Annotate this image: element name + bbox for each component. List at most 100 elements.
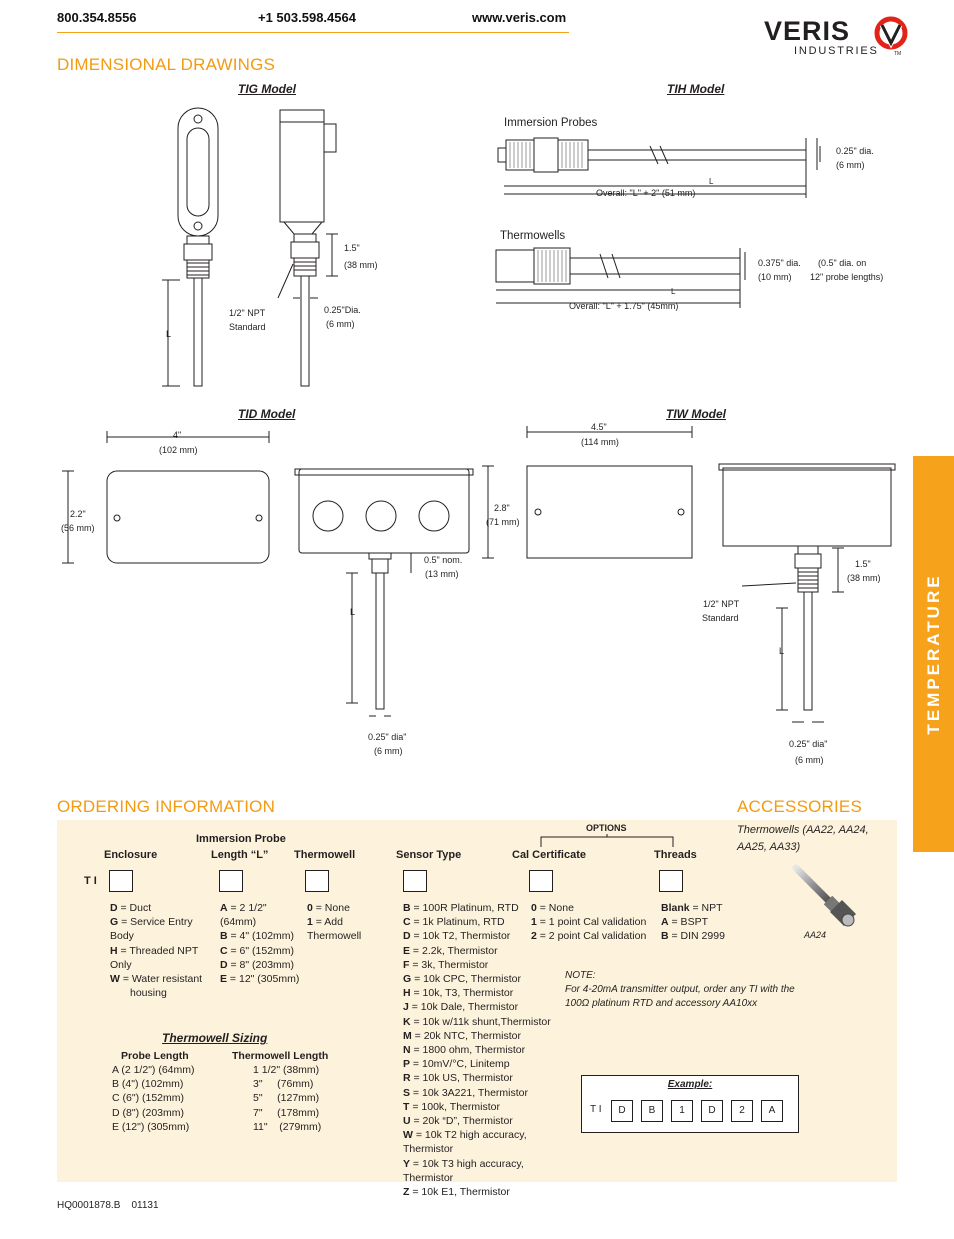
- sensor-type-code-box[interactable]: [403, 870, 427, 892]
- tiw-drawing: 4.5" (114 mm) 2.8" (71 mm) 1.5" (38 mm) …: [482, 422, 896, 765]
- tid-dia-mm: (6 mm): [374, 746, 403, 756]
- tih-imm-overall: Overall: "L" + 2" (51 mm): [596, 188, 695, 198]
- option-row: A = 2 1/2" (64mm): [220, 901, 305, 929]
- option-code: A: [220, 902, 228, 914]
- option-row: E = 2.2k, Thermistor: [403, 944, 563, 958]
- tig-dia-mm: (6 mm): [326, 319, 355, 329]
- option-row: Z = 10k E1, Thermistor: [403, 1185, 563, 1199]
- tih-model-label: TIH Model: [667, 82, 725, 96]
- option-text: = 10k CPC, Thermistor: [411, 973, 521, 986]
- tiw-dia-mm: (6 mm): [795, 755, 824, 765]
- ordering-information-title: ORDERING INFORMATION: [57, 797, 276, 816]
- veris-logo: VERIS INDUSTRIES TM: [764, 16, 909, 60]
- sizing-cell: C (6") (152mm): [112, 1092, 184, 1105]
- accessories-text: Thermowells (AA22, AA24, AA25, AA33): [737, 822, 887, 856]
- tiw-width: 4.5": [591, 422, 607, 432]
- option-text: = 3k, Thermistor: [409, 958, 489, 971]
- tig-dim-15-mm: (38 mm): [344, 260, 378, 270]
- tig-length-l: L: [166, 329, 171, 339]
- thermowell-aa24-image: [792, 864, 857, 927]
- option-code: 1: [531, 916, 537, 929]
- option-text: = 2.2k, Thermistor: [410, 944, 498, 957]
- header-website[interactable]: www.veris.com: [472, 10, 567, 25]
- example-cell-cal: 2: [731, 1100, 753, 1122]
- option-code: P: [403, 1058, 411, 1071]
- option-row: M = 20k NTC, Thermistor: [403, 1029, 563, 1043]
- option-text: = None: [536, 902, 574, 914]
- col-probe-bottom: Length “L”: [211, 849, 269, 861]
- option-text: = 10k, T3, Thermistor: [410, 987, 514, 1000]
- enclosure-code-box[interactable]: [109, 870, 133, 892]
- option-code: 0: [531, 902, 537, 914]
- option-code: Blank: [661, 902, 690, 914]
- option-code: D: [220, 958, 228, 971]
- option-code: W: [110, 973, 120, 986]
- option-code: M: [403, 1029, 412, 1042]
- tig-drawing: 1.5" (38 mm) 1/2" NPT Standard 0.25"Dia.…: [162, 107, 378, 387]
- header-rule: [57, 32, 569, 33]
- option-row: W = 10k T2 high accuracy, Thermistor: [403, 1128, 563, 1156]
- tih-th-length-l: L: [671, 287, 676, 296]
- option-row: D = Duct: [110, 901, 215, 915]
- option-row: S = 10k 3A221, Thermistor: [403, 1086, 563, 1100]
- option-text: = BSPT: [668, 916, 708, 929]
- thermowell-code-box[interactable]: [305, 870, 329, 892]
- option-row: 1 = 1 point Cal validation: [531, 915, 661, 929]
- col-cal-certificate: Cal Certificate: [512, 849, 586, 861]
- option-row: G = 10k CPC, Thermistor: [403, 972, 563, 986]
- option-row: K = 10k w/11k shunt,Thermistor: [403, 1015, 563, 1029]
- cal-certificate-code-box[interactable]: [529, 870, 553, 892]
- tid-nom: 0.5" nom.: [424, 555, 462, 565]
- example-cell-enclosure: D: [611, 1100, 633, 1122]
- tiw-dia: 0.25" dia": [789, 739, 827, 749]
- option-code: C: [220, 944, 228, 957]
- logo-subtitle: INDUSTRIES: [794, 45, 879, 57]
- tig-dim-15: 1.5": [344, 243, 360, 253]
- option-code: K: [403, 1015, 411, 1028]
- option-row: D = 8" (203mm): [220, 958, 305, 972]
- option-code: D: [110, 902, 118, 914]
- tid-length-l: L: [350, 607, 355, 617]
- option-row: B = DIN 2999: [661, 929, 741, 943]
- option-code: A: [661, 916, 669, 929]
- option-text: = 4" (102mm): [227, 930, 295, 943]
- sizing-head-probe: Probe Length: [121, 1050, 189, 1062]
- sizing-cell: 7" (178mm): [253, 1106, 320, 1119]
- tih-th-dia-mm: (10 mm): [758, 272, 792, 282]
- tid-height: 2.2": [70, 509, 86, 519]
- option-code: T: [403, 1100, 410, 1113]
- option-code: F: [403, 958, 410, 971]
- option-row: 0 = None: [531, 901, 661, 915]
- tig-dia: 0.25"Dia.: [324, 305, 361, 315]
- tiw-height: 2.8": [494, 503, 510, 513]
- tid-drawing: 4" (102 mm) 2.2" (56 mm) 0.5" nom. (13 m…: [61, 430, 474, 756]
- tiw-dim-15-mm: (38 mm): [847, 573, 881, 583]
- option-text: = 8" (203mm): [227, 958, 295, 971]
- tig-model-label: TIG Model: [238, 82, 296, 96]
- tid-width-mm: (102 mm): [159, 445, 198, 455]
- option-row: Y = 10k T3 high accuracy, Thermistor: [403, 1157, 563, 1185]
- option-row: housing: [110, 986, 215, 1000]
- probe-length-code-box[interactable]: [219, 870, 243, 892]
- probe-length-options: A = 2 1/2" (64mm)B = 4" (102mm)C = 6" (1…: [220, 901, 305, 986]
- threads-code-box[interactable]: [659, 870, 683, 892]
- option-text: = 6" (152mm): [227, 944, 295, 957]
- option-code: D: [403, 930, 411, 943]
- tih-th-dia: 0.375" dia.: [758, 258, 801, 268]
- option-text: = Add Thermowell: [307, 916, 362, 943]
- option-row: C = 6" (152mm): [220, 944, 305, 958]
- tiw-npt-2: Standard: [702, 613, 739, 623]
- tid-width: 4": [173, 430, 181, 440]
- option-text: = 10k US, Thermistor: [410, 1072, 513, 1085]
- tig-npt: 1/2" NPT: [229, 308, 266, 318]
- options-bracket: [540, 834, 674, 847]
- option-code: S: [403, 1086, 411, 1099]
- option-text: = 100k, Thermistor: [409, 1100, 500, 1113]
- option-text: = 100R Platinum, RTD: [410, 902, 519, 914]
- option-row: A = BSPT: [661, 915, 741, 929]
- sizing-head-thermowell: Thermowell Length: [232, 1050, 329, 1062]
- option-text: = 10k E1, Thermistor: [409, 1186, 510, 1199]
- option-code: E: [220, 973, 228, 986]
